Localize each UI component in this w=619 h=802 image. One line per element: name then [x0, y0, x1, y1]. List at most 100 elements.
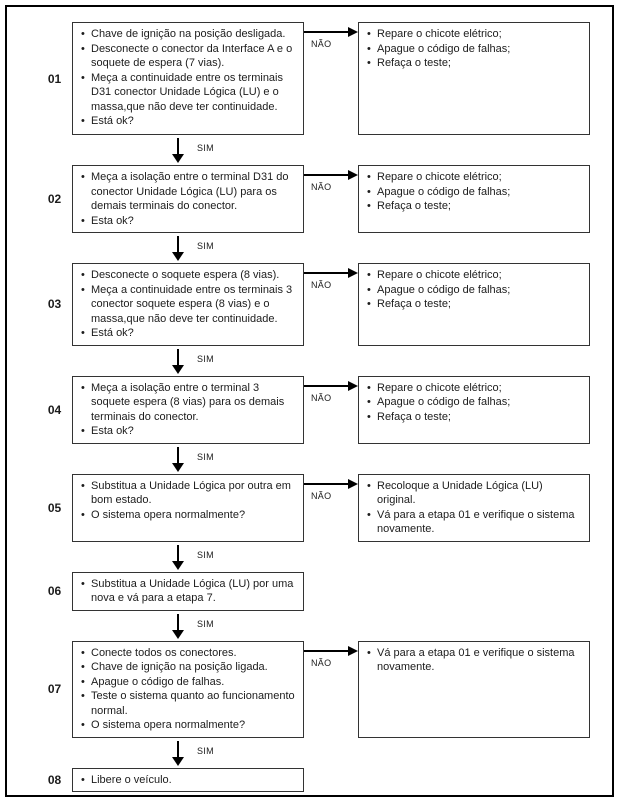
nao-arrow-head-icon [348, 478, 358, 489]
sim-arrow-head-icon [172, 756, 184, 766]
step-06-box: Substitua a Unidade Lógica (LU) por uma … [72, 571, 304, 611]
step-01-bullets: Chave de ignição na posição desligada. D… [80, 27, 297, 129]
sim-arrow-head-icon [172, 154, 184, 163]
step-08-row: 08 Libere o veículo. [7, 767, 612, 792]
bullet-item: Substitua a Unidade Lógica por outra em … [80, 479, 297, 508]
bullet-item: Está ok? [80, 114, 297, 129]
sim-arrow-shaft [177, 740, 179, 757]
step-01-row: 01 Chave de ignição na posição desligada… [7, 22, 612, 135]
nao-arrow-head-icon [348, 380, 358, 391]
sim-arrow-shaft [177, 544, 179, 561]
nao-arrow-head-icon [348, 27, 358, 37]
step-07-bullets: Conecte todos os conectores. Chave de ig… [80, 646, 297, 733]
sim-arrow-head-icon [172, 629, 184, 639]
sim-label: SIM [197, 143, 214, 153]
bullet-item: Chave de ignição na posição desligada. [80, 27, 297, 42]
step-06-bullets: Substitua a Unidade Lógica (LU) por uma … [80, 577, 297, 606]
nao-label: NÃO [311, 182, 332, 192]
nao-arrow-shaft [304, 384, 349, 387]
step-04-row: 04 Meça a isolação entre o terminal 3 so… [7, 375, 612, 444]
sim-connector: SIM [7, 611, 612, 641]
step-04-number: 04 [47, 402, 62, 417]
step-02-bullets: Meça a isolação entre o terminal D31 do … [80, 170, 297, 228]
step-04-bullets: Meça a isolação entre o terminal 3 soque… [80, 381, 297, 439]
sim-connector: SIM [7, 542, 612, 572]
nao-arrow-shaft [304, 649, 349, 652]
step-07-box: Conecte todos os conectores. Chave de ig… [72, 640, 304, 738]
nao-arrow: NÃO [304, 263, 358, 346]
bullet-item: Chave de ignição na posição ligada. [80, 660, 297, 675]
step-01-box: Chave de ignição na posição desligada. D… [72, 22, 304, 135]
step-05-no-bullets: Recoloque a Unidade Lógica (LU) original… [366, 479, 583, 537]
sim-arrow-shaft [177, 138, 179, 154]
bullet-item: Meça a isolação entre o terminal 3 soque… [80, 381, 297, 425]
nao-arrow-head-icon [348, 170, 358, 180]
nao-arrow: NÃO [304, 165, 358, 233]
bullet-item: Meça a isolação entre o terminal D31 do … [80, 170, 297, 214]
nao-arrow-shaft [304, 272, 349, 274]
bullet-item: Apague o código de falhas. [80, 675, 297, 690]
bullet-item: Conecte todos os conectores. [80, 646, 297, 661]
bullet-item: Desconecte o soquete espera (8 vias). [80, 268, 297, 283]
sim-arrow-head-icon [172, 462, 184, 472]
nao-label: NÃO [311, 392, 332, 403]
sim-label: SIM [197, 549, 214, 560]
step-03-row: 03 Desconecte o soquete espera (8 vias).… [7, 263, 612, 346]
nao-arrow-shaft [304, 174, 349, 176]
step-02-no-bullets: Repare o chicote elétrico; Apague o códi… [366, 170, 583, 214]
nao-arrow-shaft [304, 31, 349, 33]
bullet-item: Apague o código de falhas; [366, 283, 583, 298]
sim-arrow-head-icon [172, 364, 184, 374]
bullet-item: Refaça o teste; [366, 199, 583, 214]
sim-connector: SIM [7, 233, 612, 263]
sim-label: SIM [197, 618, 214, 629]
step-04-box: Meça a isolação entre o terminal 3 soque… [72, 375, 304, 444]
bullet-item: Esta ok? [80, 424, 297, 439]
step-04-no-bullets: Repare o chicote elétrico; Apague o códi… [366, 381, 583, 425]
bullet-item: Apague o código de falhas; [366, 42, 583, 57]
step-05-row: 05 Substitua a Unidade Lógica por outra … [7, 473, 612, 542]
sim-arrow-head-icon [172, 252, 184, 261]
step-07-row: 07 Conecte todos os conectores. Chave de… [7, 640, 612, 738]
bullet-item: Libere o veículo. [80, 773, 297, 788]
sim-connector: SIM [7, 444, 612, 474]
sim-label: SIM [197, 451, 214, 462]
step-06-row: 06 Substitua a Unidade Lógica (LU) por u… [7, 571, 612, 611]
outer-border: 01 Chave de ignição na posição desligada… [5, 5, 614, 797]
bullet-item: Vá para a etapa 01 e verifique o sistema… [366, 508, 583, 537]
nao-label: NÃO [311, 39, 332, 49]
step-01-no-bullets: Repare o chicote elétrico; Apague o códi… [366, 27, 583, 71]
nao-label: NÃO [311, 657, 332, 668]
bullet-item: Apague o código de falhas; [366, 395, 583, 410]
sim-arrow-head-icon [172, 560, 184, 570]
step-05-bullets: Substitua a Unidade Lógica por outra em … [80, 479, 297, 523]
sim-connector: SIM [7, 738, 612, 768]
bullet-item: Meça a continuidade entre os terminais D… [80, 71, 297, 115]
nao-label: NÃO [311, 280, 332, 290]
step-05-number: 05 [47, 500, 62, 515]
bullet-item: Está ok? [80, 326, 297, 341]
sim-arrow-shaft [177, 613, 179, 630]
step-04-no-box: Repare o chicote elétrico; Apague o códi… [358, 375, 590, 444]
step-07-number: 07 [47, 682, 62, 696]
step-03-no-bullets: Repare o chicote elétrico; Apague o códi… [366, 268, 583, 312]
step-01-no-box: Repare o chicote elétrico; Apague o códi… [358, 22, 590, 135]
sim-label: SIM [197, 745, 214, 756]
bullet-item: O sistema opera normalmente? [80, 508, 297, 523]
bullet-item: Substitua a Unidade Lógica (LU) por uma … [80, 577, 297, 606]
sim-connector: SIM [7, 346, 612, 376]
step-06-number: 06 [47, 584, 62, 598]
bullet-item: O sistema opera normalmente? [80, 718, 297, 733]
bullet-item: Desconecte o conector da Interface A e o… [80, 42, 297, 71]
bullet-item: Repare o chicote elétrico; [366, 170, 583, 185]
nao-arrow-head-icon [348, 645, 358, 656]
step-03-no-box: Repare o chicote elétrico; Apague o códi… [358, 263, 590, 346]
step-05-no-box: Recoloque a Unidade Lógica (LU) original… [358, 473, 590, 542]
nao-arrow: NÃO [304, 376, 358, 444]
step-02-number: 02 [47, 192, 62, 206]
sim-arrow-shaft [177, 236, 179, 252]
nao-arrow-shaft [304, 482, 349, 485]
nao-arrow: NÃO [304, 22, 358, 135]
step-03-number: 03 [47, 297, 62, 312]
